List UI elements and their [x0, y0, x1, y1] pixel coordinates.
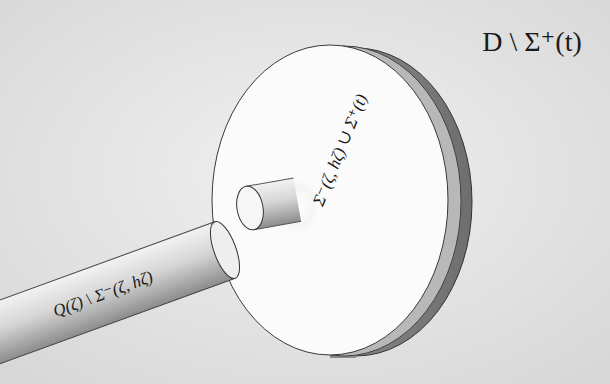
- disk: [212, 45, 472, 358]
- stub-cylinder: [233, 178, 301, 232]
- region-label: D \ Σ⁺(t): [482, 28, 582, 56]
- rod: [0, 218, 246, 370]
